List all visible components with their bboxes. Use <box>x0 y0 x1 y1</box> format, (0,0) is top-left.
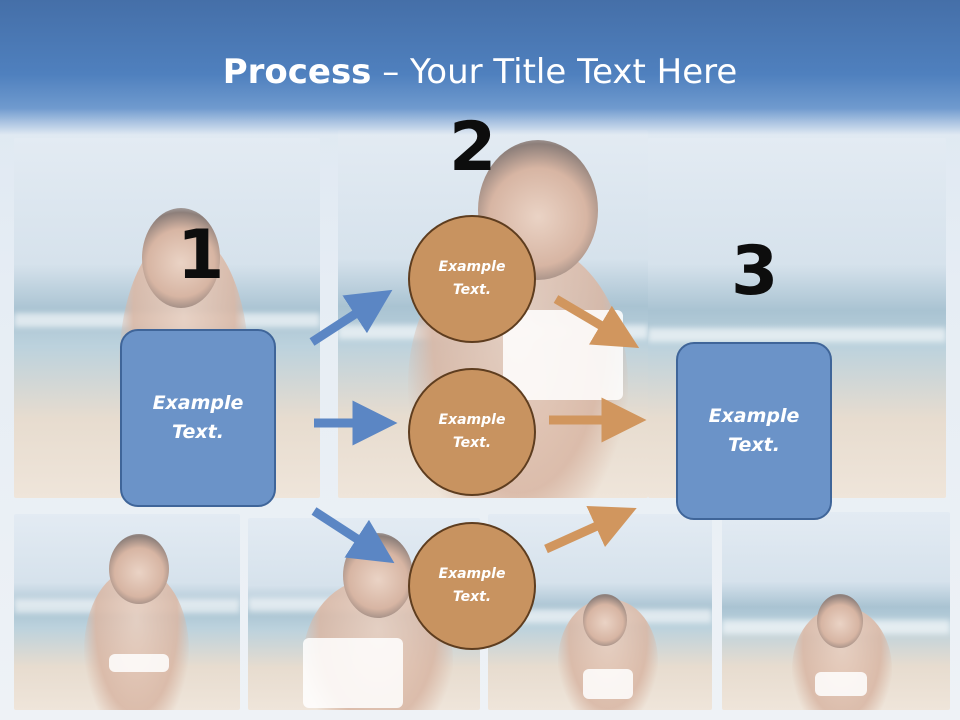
right-box-line-2: Text. <box>728 434 780 456</box>
circle-1: Example Text. <box>408 215 536 343</box>
circle-2: Example Text. <box>408 368 536 496</box>
arrow-box-to-circle-3 <box>311 507 395 564</box>
slide-title: Process – Your Title Text Here <box>0 52 960 92</box>
arrow-box-to-circle-1 <box>309 289 393 346</box>
photo-tile-bottom-4 <box>722 512 950 710</box>
circle-3-line-2: Text. <box>452 589 492 605</box>
circle-3: Example Text. <box>408 522 536 650</box>
right-box: Example Text. <box>676 342 832 520</box>
right-box-line-1: Example <box>708 405 800 427</box>
arrow-circle-1-to-box <box>553 295 640 348</box>
circle-1-line-2: Text. <box>452 282 492 298</box>
title-rest: – Your Title Text Here <box>371 52 738 92</box>
circle-2-line-1: Example <box>438 412 506 428</box>
step-number-3: 3 <box>731 232 779 311</box>
left-box: Example Text. <box>120 329 276 507</box>
header-band <box>0 0 960 135</box>
circle-1-line-1: Example <box>438 259 506 275</box>
step-number-1: 1 <box>177 216 225 295</box>
circle-2-line-2: Text. <box>452 435 492 451</box>
title-bold: Process <box>222 52 372 92</box>
arrow-circle-3-to-box <box>544 506 637 554</box>
circle-3-line-1: Example <box>438 566 506 582</box>
step-number-2: 2 <box>449 108 497 187</box>
left-box-line-2: Text. <box>172 421 224 443</box>
left-box-line-1: Example <box>152 392 244 414</box>
photo-tile-bottom-1 <box>14 514 240 710</box>
